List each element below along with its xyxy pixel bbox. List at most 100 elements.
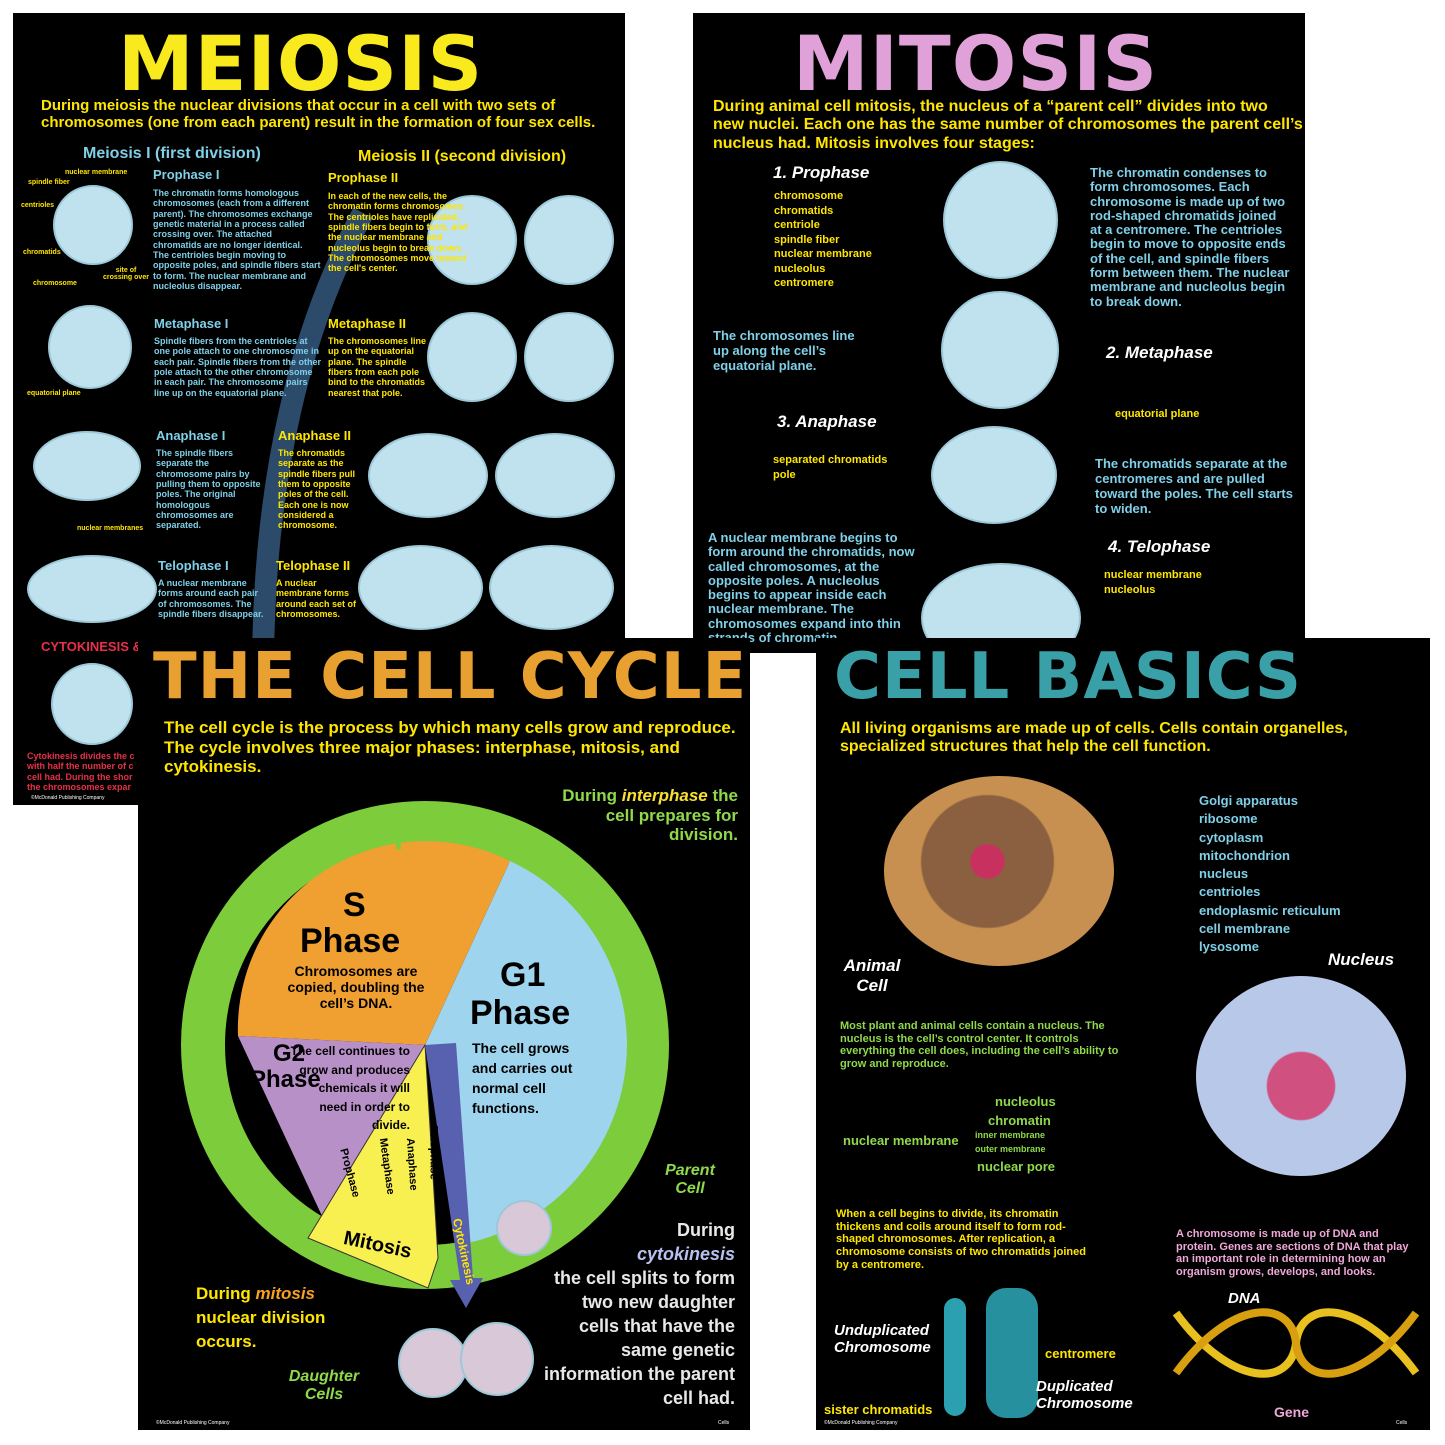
meiosis-title: MEIOSIS	[118, 19, 484, 108]
note-text: the cell prepares for division.	[605, 786, 738, 845]
cell-cytokinesis	[51, 663, 133, 745]
s-phase-text: Chromosomes are copied, doubling the cel…	[287, 963, 425, 1012]
gene-label: Gene	[1274, 1404, 1310, 1420]
interphase-note: During interphase the cell prepares for …	[548, 786, 738, 845]
label-chromatin: chromatin	[988, 1113, 1051, 1128]
mitosis-title: MITOSIS	[793, 19, 1159, 108]
organelle-list: Golgi apparatus ribosome cytoplasm mitoc…	[1199, 792, 1341, 957]
prophase-text: The chromatin condenses to form chromoso…	[1090, 165, 1290, 309]
stage-anaphase-1-title: Anaphase I	[156, 428, 226, 443]
label-chromosome: chromosome	[774, 190, 844, 202]
stage-prophase-1-title: Prophase I	[153, 167, 220, 182]
stage-metaphase-1-text: Spindle fibers from the centrioles at on…	[154, 336, 322, 398]
note-em: cytokinesis	[636, 1244, 735, 1264]
cell-prophase-1	[53, 185, 133, 265]
label-chromosome: chromosome	[33, 280, 77, 287]
g1-phase-title-1: G1	[500, 956, 546, 994]
prophase-cell	[943, 161, 1058, 279]
stage-telophase: Telophase	[427, 1126, 440, 1180]
label-nuclear-membrane: nuclear membrane	[843, 1133, 959, 1148]
cytokinesis-text: Cytokinesis divides the c with half the …	[27, 751, 135, 793]
label-chromatids: chromatids	[774, 204, 834, 217]
label-cytoplasm: cytoplasm	[1199, 829, 1264, 845]
prophase-heading: 1. Prophase	[773, 163, 870, 182]
stage-anaphase-1-text: The spindle fibers separate the chromoso…	[156, 448, 261, 531]
cell-cycle-diagram	[181, 801, 669, 1308]
unduplicated-chromosome-image	[944, 1298, 966, 1416]
cell-basics-copyright: ©McDonald Publishing Company	[824, 1420, 898, 1426]
stage-prophase-2-text: In each of the new cells, the chromatin …	[328, 191, 468, 274]
cell-prophase-2a	[427, 195, 517, 285]
metaphase-heading: 2. Metaphase	[1106, 343, 1213, 362]
daughter-cells-label: Daughter Cells	[288, 1368, 360, 1404]
meiosis-copyright: ©McDonald Publishing Company	[31, 795, 105, 801]
sister-chromatids-label: sister chromatids	[824, 1402, 933, 1417]
note-text: During	[196, 1284, 256, 1303]
mitosis-wedge	[307, 1043, 439, 1289]
stage-metaphase-2-title: Metaphase II	[328, 316, 407, 331]
note-text: nuclear division occurs.	[196, 1308, 326, 1351]
animal-cell-image	[884, 776, 1114, 966]
meiosis1-heading: Meiosis I (first division)	[83, 145, 261, 162]
label-mitochondrion: mitochondrion	[1199, 847, 1290, 863]
stage-anaphase-2-text: The chromatids separate as the spindle f…	[278, 448, 356, 531]
cell-anaphase-2a	[368, 433, 488, 518]
cell-basics-intro: All living organisms are made up of cell…	[840, 720, 1348, 756]
centromere-label: centromere	[1045, 1346, 1116, 1361]
daughter-cell-2	[460, 1322, 534, 1396]
daughter-cell-1	[398, 1328, 468, 1398]
cell-basics-footer: Cells	[1396, 1420, 1408, 1426]
label-equatorial-plane: equatorial plane	[27, 390, 81, 397]
note-em: mitosis	[255, 1284, 316, 1303]
label-nuclear-membrane: nuclear membrane	[65, 169, 128, 176]
cell-basics-title: CELL BASICS	[834, 640, 1302, 714]
unduplicated-label: Unduplicated Chromosome	[834, 1322, 931, 1357]
nucleus-text: Most plant and animal cells contain a nu…	[840, 1020, 1119, 1070]
cell-telophase-2a	[358, 545, 483, 630]
anaphase-cell	[931, 426, 1057, 524]
label-equatorial-plane: equatorial plane	[1115, 408, 1200, 420]
cell-telophase-1	[27, 555, 157, 623]
cell-anaphase-1	[33, 431, 141, 501]
label-lysosome: lysosome	[1199, 939, 1259, 955]
metaphase-text: The chromosomes line up along the cell’s…	[713, 328, 855, 373]
note-text: During	[677, 1220, 735, 1240]
label-nuclear-membrane: nuclear membrane	[774, 248, 872, 260]
stage-prophase-1-text: The chromatin forms homologous chromosom…	[153, 188, 321, 292]
g1-slice	[425, 861, 627, 1243]
g1-phase-text: The cell grows and carries out normal ce…	[472, 1040, 573, 1116]
meiosis2-heading: Meiosis II (second division)	[358, 148, 567, 165]
cell-basics-poster: CELL BASICS All living organisms are mad…	[816, 638, 1430, 1430]
label-nucleolus: nucleolus	[995, 1094, 1056, 1109]
parent-cell-label: Parent Cell	[665, 1162, 715, 1198]
label-golgi: Golgi apparatus	[1199, 793, 1298, 808]
stage-telophase-1-text: A nuclear membrane forms around each pai…	[158, 578, 264, 620]
label-er: endoplasmic reticulum	[1199, 902, 1341, 918]
stage-telophase-2-title: Telophase II	[276, 558, 351, 573]
g2-phase-text: The cell continues to grow and produces …	[290, 1044, 410, 1132]
label-chromatids: chromatids	[23, 249, 61, 256]
duplicated-label: Duplicated Chromosome	[1036, 1378, 1133, 1413]
mitosis-poster: MITOSIS During animal cell mitosis, the …	[693, 13, 1305, 653]
s-phase-title-1: S	[343, 886, 366, 924]
label-centrioles: centrioles	[21, 202, 55, 209]
label-centromere: centromere	[774, 277, 834, 289]
cell-metaphase-2b	[524, 312, 614, 402]
telophase-text: A nuclear membrane begins to form around…	[708, 530, 915, 646]
cell-anaphase-2b	[495, 433, 615, 518]
telophase-heading: 4. Telophase	[1108, 537, 1211, 556]
stage-prophase-2-title: Prophase II	[328, 170, 399, 185]
label-nucleolus: nucleolus	[774, 262, 826, 275]
label-site-crossing: site of crossing over	[103, 267, 149, 281]
label-ribosome: ribosome	[1199, 811, 1258, 827]
stage-telophase-1-title: Telophase I	[158, 558, 229, 573]
label-centriole: centriole	[774, 219, 820, 231]
dna-text: A chromosome is made up of DNA and prote…	[1176, 1228, 1409, 1278]
stage-anaphase-2-title: Anaphase II	[278, 428, 351, 443]
g1-phase-title-2: Phase	[470, 994, 571, 1032]
note-em: interphase	[621, 786, 708, 805]
cell-prophase-2b	[524, 195, 614, 285]
label-centrioles: centrioles	[1199, 884, 1261, 900]
parent-cell-image	[496, 1200, 552, 1256]
